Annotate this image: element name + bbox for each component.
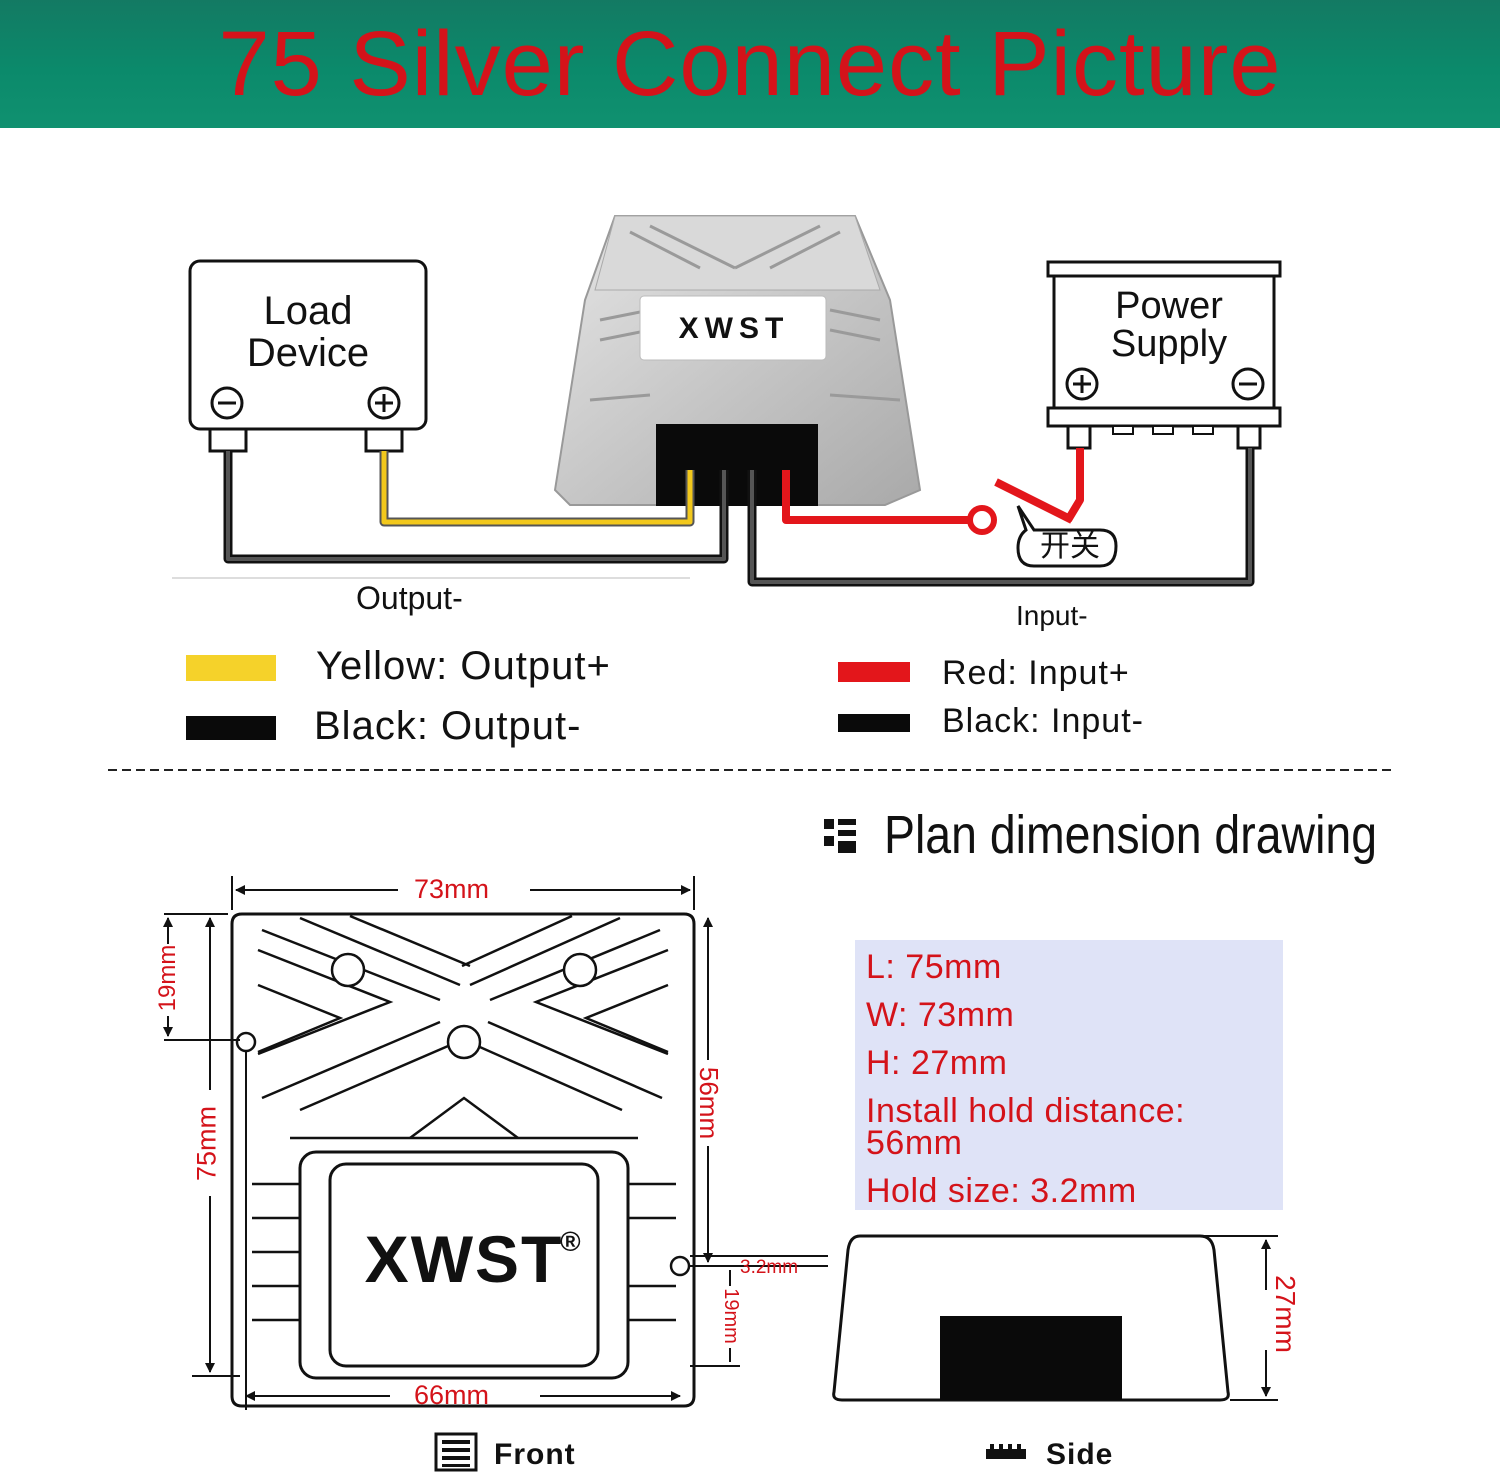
dim-hole-distance: 56mm (694, 1066, 724, 1140)
section-title: Plan dimension drawing (884, 805, 1378, 865)
plus-terminal-icon (367, 386, 401, 420)
specs-panel (855, 940, 1283, 1210)
legend-black-out-swatch (186, 716, 276, 740)
dim-width-bottom: 66mm (414, 1380, 490, 1410)
load-device-box (188, 259, 428, 453)
power-supply-label-line1: Power (1115, 285, 1223, 327)
spec-hole-distance-line1: Install hold distance: (866, 1092, 1186, 1130)
plus-terminal-icon (1065, 367, 1099, 401)
spec-width: W: 73mm (866, 996, 1015, 1034)
front-view (230, 912, 696, 1410)
dim-right-lower: 19mm (720, 1288, 742, 1344)
wires (223, 448, 1255, 587)
minus-terminal-icon (210, 386, 244, 420)
converter-unit (553, 215, 922, 506)
front-icon (434, 1432, 478, 1472)
legend-red-text: Red: Input+ (942, 654, 1130, 692)
minus-terminal-icon (1231, 367, 1265, 401)
input-minus-label: Input- (1016, 600, 1088, 631)
side-view (832, 1234, 1278, 1402)
banner-title: 75 Silver Connect Picture (218, 13, 1282, 115)
switch-callout (1016, 505, 1118, 568)
dim-side-height: 27mm (1270, 1275, 1301, 1353)
switch-label: 开关 (1040, 529, 1100, 564)
legend-red-swatch (838, 662, 910, 682)
spec-hole-distance-line2: 56mm (866, 1124, 963, 1162)
output-minus-label: Output- (356, 580, 463, 616)
front-dimension-lines (163, 876, 828, 1401)
dim-left-total: 75mm (191, 1106, 222, 1182)
legend-black-in-swatch (838, 714, 910, 732)
spec-length: L: 75mm (866, 948, 1002, 986)
side-icon (986, 1444, 1026, 1459)
legend-yellow-text: Yellow: Output+ (316, 644, 611, 688)
spec-height: H: 27mm (866, 1044, 1008, 1082)
wire-input-plus (782, 470, 968, 524)
power-supply-label-line2: Supply (1110, 323, 1228, 365)
power-supply-box (1046, 260, 1282, 450)
dim-width-top: 73mm (414, 874, 490, 904)
legend-black-in-text: Black: Input- (942, 702, 1144, 740)
side-caption: Side (1046, 1438, 1114, 1471)
title-banner (0, 0, 1500, 128)
registered-mark: ® (560, 1226, 581, 1257)
converter-brand-label: XWST (678, 312, 790, 345)
load-device-label-line2: Device (246, 331, 370, 375)
front-caption: Front (494, 1438, 576, 1471)
dim-hole-size: 3.2mm (740, 1257, 799, 1278)
load-device-label-line1: Load (263, 289, 353, 333)
legend-yellow-swatch (186, 655, 276, 681)
legend-black-out-text: Black: Output- (314, 704, 582, 748)
drawing-icon (824, 819, 856, 853)
spec-hole-size: Hold size: 3.2mm (866, 1172, 1137, 1210)
front-brand-label: XWST (364, 1222, 564, 1296)
dim-left-upper: 19mm (154, 944, 181, 1012)
